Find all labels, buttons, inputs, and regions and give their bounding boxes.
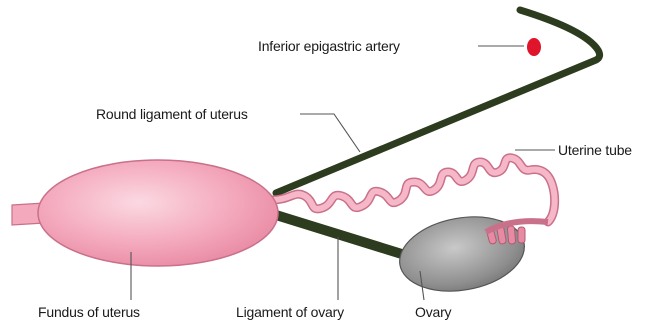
artery-dot: [527, 38, 541, 56]
label-inferior-epigastric-artery: Inferior epigastric artery: [258, 38, 400, 54]
uterine-tube: [272, 158, 555, 222]
uterus-body: [38, 160, 278, 266]
label-fundus: Fundus of uterus: [38, 304, 140, 320]
label-ligament-of-ovary: Ligament of ovary: [236, 304, 344, 320]
label-uterine-tube: Uterine tube: [558, 142, 632, 158]
ovary-ligament: [276, 215, 405, 255]
label-round-ligament: Round ligament of uterus: [96, 106, 248, 122]
label-ovary: Ovary: [415, 304, 451, 320]
